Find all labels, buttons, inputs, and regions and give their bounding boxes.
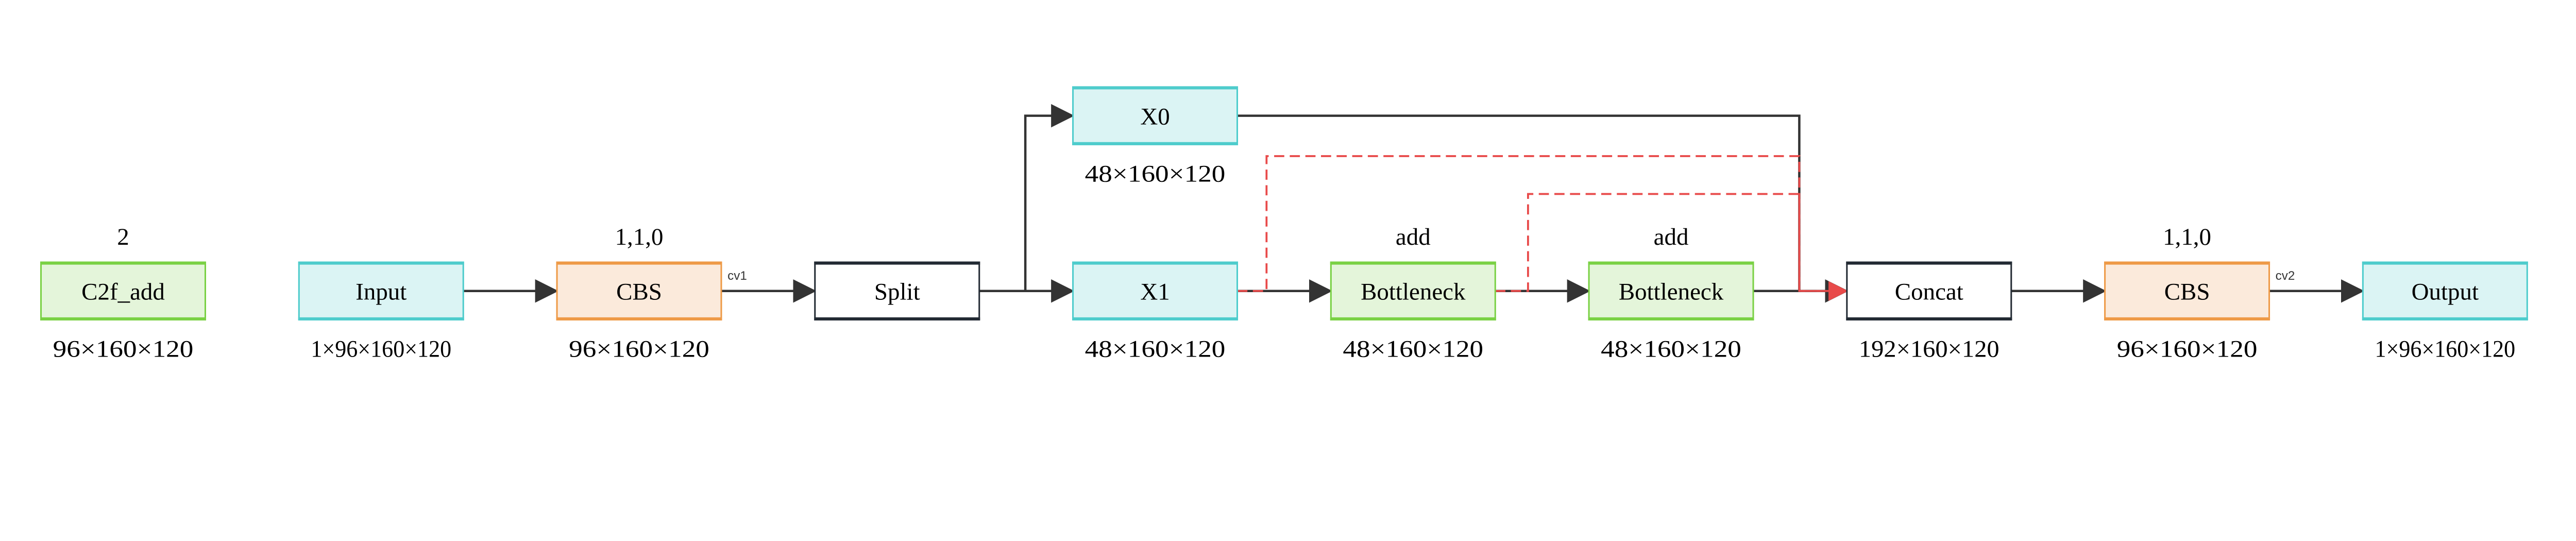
node-box [556,261,722,320]
node-shape-label: 48×160×120 [1085,160,1226,187]
node-param-label: 1,1,0 [2163,224,2211,250]
node-box [2362,261,2528,320]
node-output[interactable]: Output 1×96×160×120 [2362,261,2528,363]
node-top-bar [2104,261,2270,265]
node-bottom-bar [298,317,464,320]
node-cbs1[interactable]: CBS 1,1,0 96×160×120 cv1 [556,224,747,362]
residual-edge-bneck1-concat [1495,193,1849,301]
node-top-bar [1072,261,1239,265]
nodes: C2f_add 2 96×160×120 Input 1×96×160×120 CBS 1,… [40,86,2528,362]
node-shape-label: 192×160×120 [1859,335,1999,362]
node-bneck2[interactable]: Bottleneck add 48×160×120 [1588,224,1754,362]
node-label: CBS [616,278,662,305]
node-shape-label: 48×160×120 [1343,335,1483,362]
node-box [40,261,206,320]
residual-edge-x1-concat [1237,155,1849,301]
node-bottom-bar [1846,317,2012,320]
node-box [814,261,980,320]
node-top-bar [556,261,722,265]
node-top-bar [814,261,980,265]
node-box [1072,261,1239,320]
node-input[interactable]: Input 1×96×160×120 [298,261,464,363]
node-label: Bottleneck [1361,278,1466,305]
node-concat[interactable]: Concat 192×160×120 [1846,261,2012,363]
node-label: CBS [2164,278,2210,305]
node-bottom-bar [2362,317,2528,320]
node-label: Split [874,278,920,305]
node-bottom-bar [1330,317,1496,320]
node-top-bar [1072,86,1239,90]
node-label: Bottleneck [1619,278,1724,305]
node-label: X1 [1140,278,1170,305]
node-cbs2[interactable]: CBS 1,1,0 96×160×120 cv2 [2104,224,2295,362]
node-label: Concat [1895,278,1963,305]
node-bottom-bar [556,317,722,320]
node-bottom-bar [814,317,980,320]
node-bottom-bar [2104,317,2270,320]
edges [463,104,2365,303]
c2f-diagram: C2f_add 2 96×160×120 Input 1×96×160×120 CBS 1,… [40,86,2528,362]
node-top-bar [40,261,206,265]
node-box [298,261,464,320]
node-shape-label: 96×160×120 [53,335,194,362]
node-top-bar [298,261,464,265]
node-top-bar [1588,261,1754,265]
node-tag-label: cv1 [727,269,747,283]
node-x0[interactable]: X0 48×160×120 [1072,86,1239,187]
node-top-bar [1330,261,1496,265]
node-bottom-bar [1072,317,1239,320]
node-shape-label: 1×96×160×120 [311,335,451,362]
node-box [1588,261,1754,320]
node-box [2104,261,2270,320]
edge-split-x0 [979,104,1075,293]
node-shape-label: 96×160×120 [2117,335,2258,362]
node-label: Output [2412,278,2479,305]
node-split[interactable]: Split [814,261,980,320]
node-top-bar [1846,261,2012,265]
node-tag-label: cv2 [2276,269,2295,283]
node-c2f[interactable]: C2f_add 2 96×160×120 [40,224,206,362]
node-bneck1[interactable]: Bottleneck add 48×160×120 [1330,224,1496,362]
node-bottom-bar [1072,142,1239,145]
node-param-label: add [1396,224,1431,250]
node-x1[interactable]: X1 48×160×120 [1072,261,1239,363]
node-box [1330,261,1496,320]
node-param-label: add [1654,224,1689,250]
node-shape-label: 1×96×160×120 [2375,335,2515,362]
node-param-label: 2 [117,224,129,250]
node-label: C2f_add [81,278,165,305]
node-shape-label: 48×160×120 [1085,335,1226,362]
node-shape-label: 96×160×120 [569,335,709,362]
node-bottom-bar [1588,317,1754,320]
node-param-label: 1,1,0 [615,224,664,250]
node-label: X0 [1140,103,1170,130]
node-label: Input [355,278,406,305]
node-bottom-bar [40,317,206,320]
node-top-bar [2362,261,2528,265]
node-box [1072,86,1239,145]
node-shape-label: 48×160×120 [1601,335,1741,362]
